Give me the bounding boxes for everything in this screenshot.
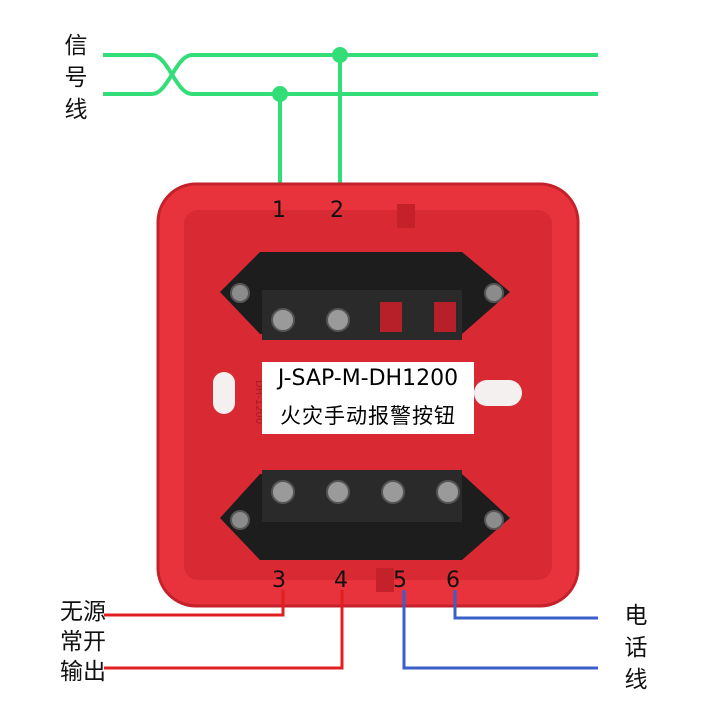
model-code: J-SAP-M-DH1200: [277, 366, 459, 391]
signal-label-char-2: 号: [64, 65, 88, 91]
screw-left-bottom: [230, 510, 250, 530]
phone-wires: [402, 590, 598, 670]
terminal-number-5: 5: [393, 568, 407, 593]
bottom-terminal-block: [220, 470, 510, 560]
phone-label-char-1: 电: [624, 603, 648, 629]
terminal-screw-2: [326, 308, 350, 332]
terminal-screw-4: [326, 480, 350, 504]
terminal-screw-6: [436, 480, 460, 504]
model-name: 火灾手动报警按钮: [280, 404, 456, 428]
terminal-number-4: 4: [334, 568, 348, 593]
terminal-screw-5: [381, 480, 405, 504]
right-mounting-slot: [474, 380, 522, 406]
model-label: J-SAP-M-DH1200 火灾手动报警按钮: [262, 362, 474, 434]
signal-label-char-3: 线: [64, 97, 88, 123]
output-label-line-1: 无源: [60, 599, 106, 625]
top-terminal-block: [220, 252, 510, 340]
junction-dot-2: [332, 47, 348, 63]
terminal-number-3: 3: [272, 568, 286, 593]
screw-right-top: [484, 283, 504, 303]
terminal-number-2: 2: [330, 198, 344, 223]
signal-label-char-1: 信: [64, 33, 88, 59]
output-label-line-3: 输出: [60, 659, 106, 685]
terminal-screw-3: [271, 480, 295, 504]
terminal-number-1: 1: [272, 198, 286, 223]
output-label-line-2: 常开: [60, 629, 106, 655]
screw-right-bottom: [484, 510, 504, 530]
terminal-number-6: 6: [446, 568, 460, 593]
phone-label-char-3: 线: [624, 667, 648, 693]
output-wires: [104, 590, 344, 670]
phone-label-char-2: 话: [624, 635, 648, 661]
terminal-screw-1: [271, 308, 295, 332]
svg-text:DH-1200: DH-1200: [253, 380, 264, 424]
screw-left-top: [230, 283, 250, 303]
left-mounting-slot: [213, 372, 235, 414]
junction-dot-1: [272, 86, 288, 102]
